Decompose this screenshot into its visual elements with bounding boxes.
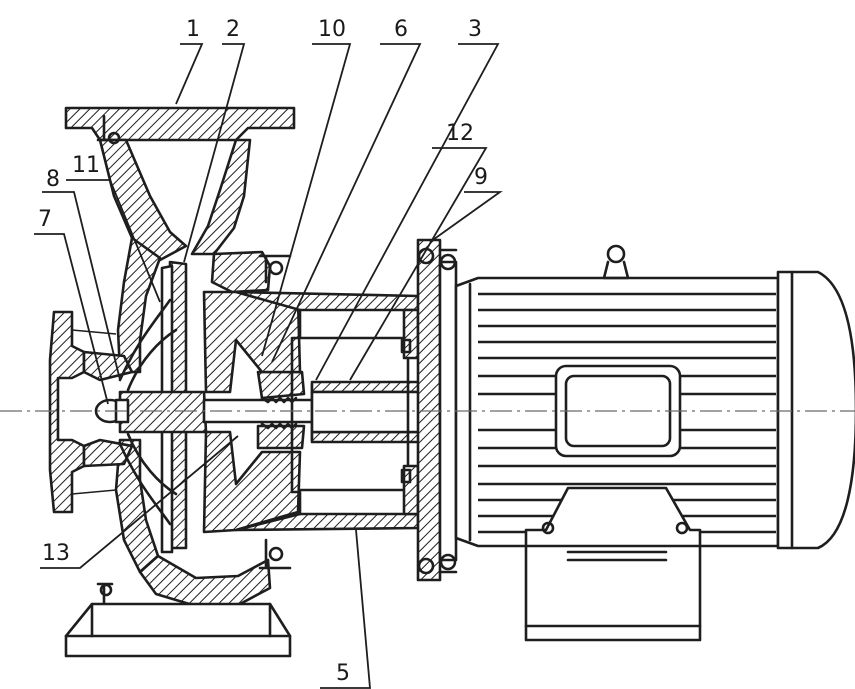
motor-flange (416, 238, 458, 582)
callout-13: 13 (42, 541, 70, 566)
motor (454, 244, 855, 642)
callout-3: 3 (468, 17, 482, 42)
callout-1: 1 (186, 17, 200, 42)
callout-labels: 1 2 10 6 3 12 9 11 8 7 13 5 (38, 17, 488, 686)
callout-10: 10 (318, 17, 346, 42)
callout-8: 8 (46, 167, 60, 192)
callout-5: 5 (336, 661, 350, 686)
callout-6: 6 (394, 17, 408, 42)
callout-12: 12 (446, 121, 474, 146)
pump-foot (64, 602, 292, 658)
bracket (234, 254, 420, 570)
pump-casing (48, 106, 296, 608)
pump-cover (202, 290, 302, 534)
callout-9: 9 (474, 165, 488, 190)
callout-2: 2 (226, 17, 240, 42)
callout-7: 7 (38, 207, 52, 232)
leader-lines (34, 43, 503, 689)
callout-11: 11 (72, 153, 100, 178)
